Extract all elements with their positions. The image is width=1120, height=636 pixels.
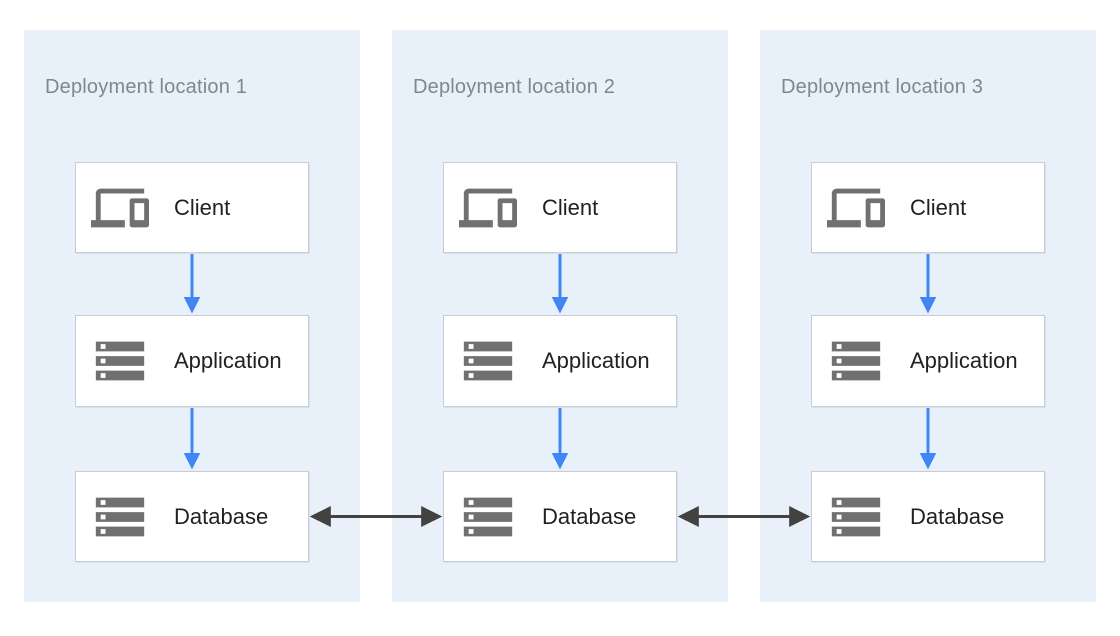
application-node: Application xyxy=(443,315,677,407)
server-icon xyxy=(826,332,886,390)
server-icon xyxy=(458,332,518,390)
devices-icon xyxy=(458,179,518,237)
client-node: Client xyxy=(443,162,677,253)
node-label: Database xyxy=(910,503,1005,529)
client-node: Client xyxy=(811,162,1045,253)
node-label: Application xyxy=(910,348,1018,373)
panel-title: Deployment location 2 xyxy=(413,76,616,98)
client-node: Client xyxy=(75,162,309,253)
application-node: Application xyxy=(811,315,1045,407)
devices-icon xyxy=(90,179,150,237)
node-label: Application xyxy=(174,348,282,373)
database-node: Database xyxy=(75,471,309,562)
database-node: Database xyxy=(443,471,677,562)
database-node: Database xyxy=(811,471,1045,562)
deployment-location-1-panel: Deployment location 1 Client Application… xyxy=(24,30,360,602)
deployment-location-2-panel: Deployment location 2 Client Application… xyxy=(392,30,728,602)
node-label: Database xyxy=(174,503,269,529)
server-icon xyxy=(90,488,150,546)
server-icon xyxy=(458,488,518,546)
node-label: Client xyxy=(542,194,599,220)
node-label: Client xyxy=(174,194,231,220)
devices-icon xyxy=(826,179,886,237)
application-node: Application xyxy=(75,315,309,407)
server-icon xyxy=(90,332,150,390)
server-icon xyxy=(826,488,886,546)
deployment-location-3-panel: Deployment location 3 Client Application… xyxy=(760,30,1096,602)
node-label: Application xyxy=(542,348,650,373)
node-label: Client xyxy=(910,194,967,220)
panel-title: Deployment location 3 xyxy=(781,76,984,98)
panel-title: Deployment location 1 xyxy=(45,76,248,98)
node-label: Database xyxy=(542,503,637,529)
